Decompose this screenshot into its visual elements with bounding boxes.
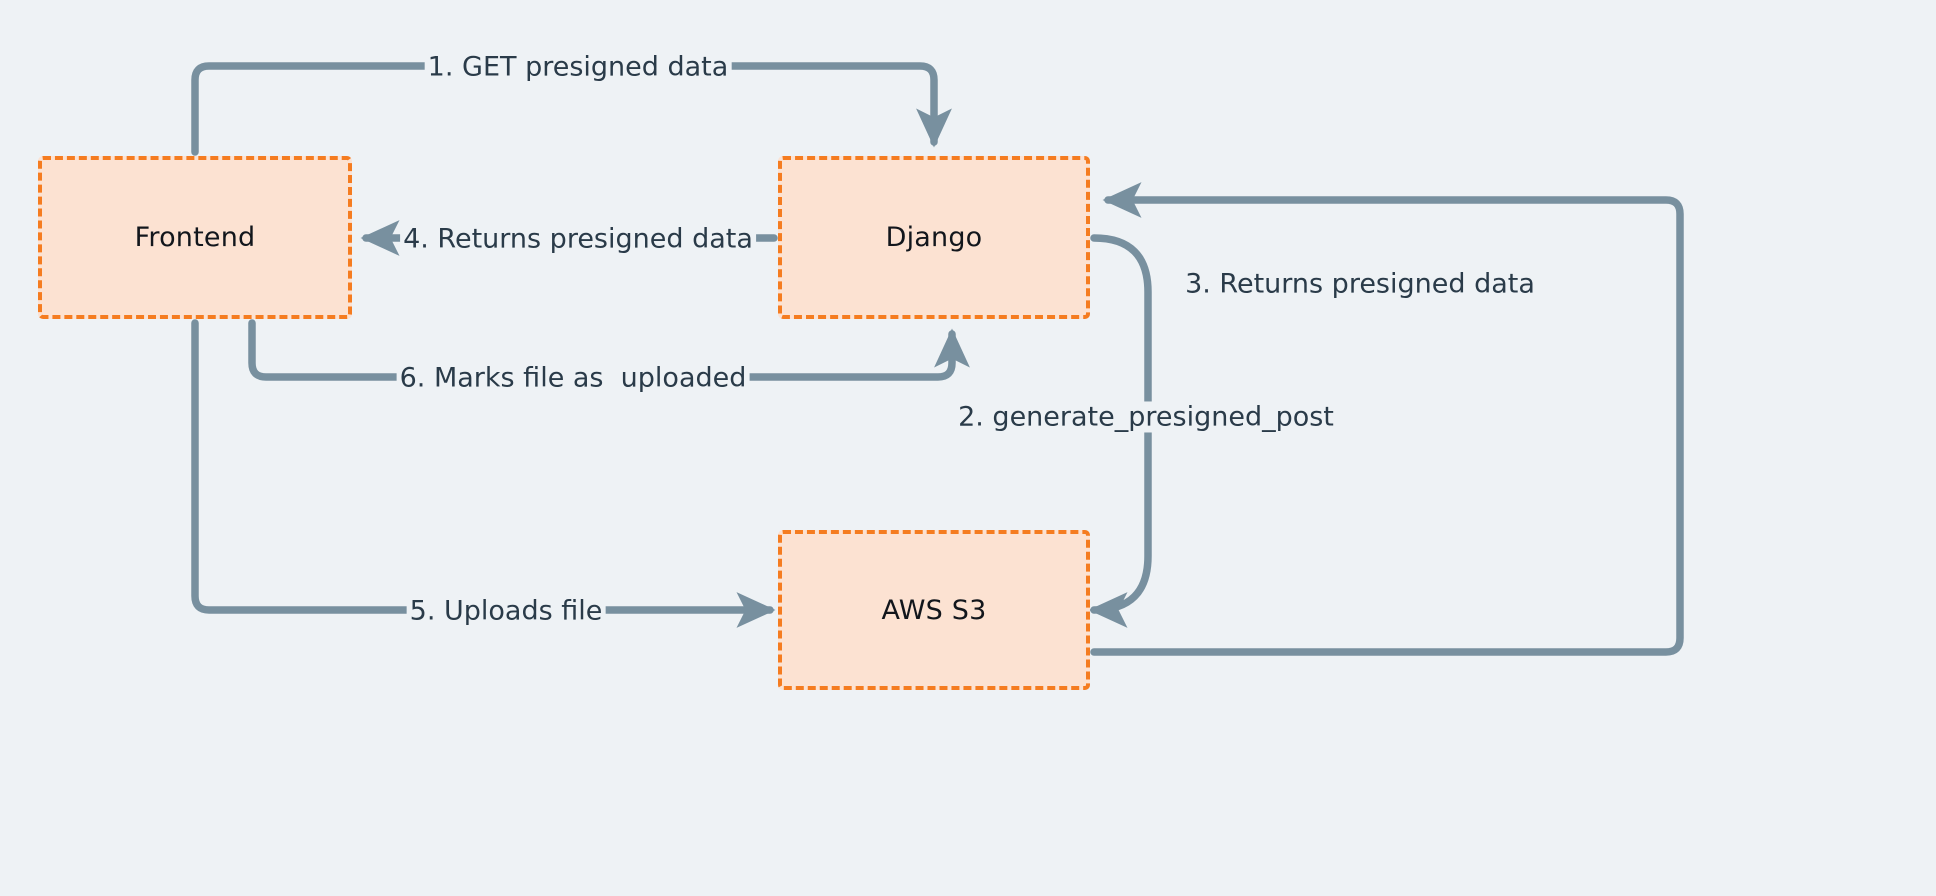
- node-django[interactable]: Django: [778, 156, 1090, 319]
- edge-label-5: 5. Uploads file: [406, 595, 606, 627]
- node-aws-s3[interactable]: AWS S3: [778, 530, 1090, 690]
- edge-label-3: 3. Returns presigned data: [1182, 268, 1538, 300]
- node-aws-s3-label: AWS S3: [881, 594, 987, 626]
- edge-path-3: [1090, 182, 1684, 656]
- edge-path-5: [191, 319, 776, 628]
- edge-label-1: 1. GET presigned data: [424, 51, 732, 83]
- node-frontend-label: Frontend: [134, 222, 256, 253]
- node-frontend[interactable]: Frontend: [38, 156, 352, 319]
- node-django-label: Django: [885, 222, 983, 253]
- edge-label-4: 4. Returns presigned data: [400, 223, 756, 255]
- edge-label-2: 2. generate_presigned_post: [955, 401, 1337, 433]
- edge-label-6: 6. Marks file as uploaded: [396, 362, 750, 394]
